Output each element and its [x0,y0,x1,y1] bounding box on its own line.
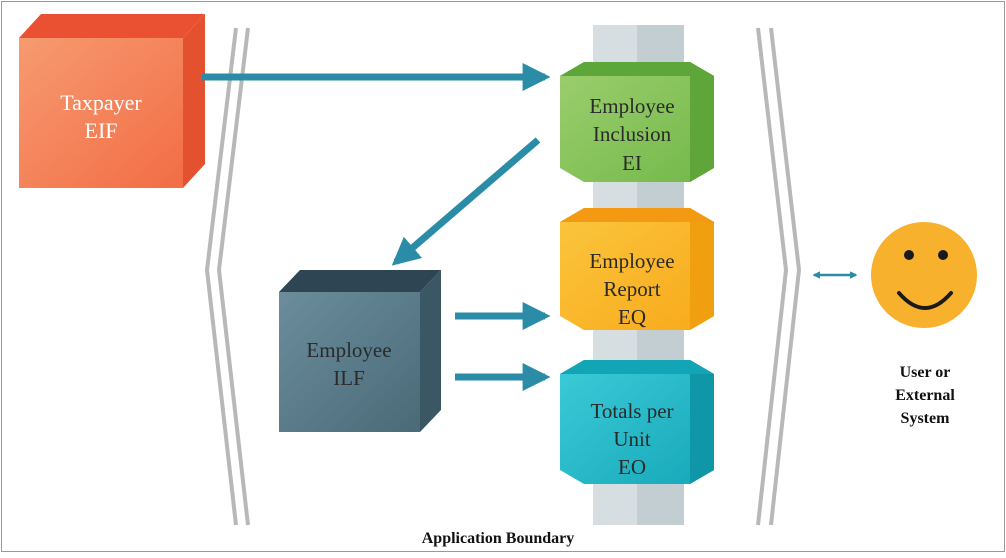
taxpayer-eif-cube: Taxpayer EIF [19,14,205,188]
eo-line2: Unit [613,427,651,451]
eq-line3: EQ [618,305,646,329]
taxpayer-line1: Taxpayer [60,90,142,115]
employee-inclusion-ei-box: Employee Inclusion EI [560,62,714,182]
employee-ilf-line2: ILF [333,366,365,390]
taxpayer-line2: EIF [85,118,118,143]
smiley-face-icon [871,222,977,328]
totals-per-unit-eo-box: Totals per Unit EO [560,360,714,484]
employee-ilf-line1: Employee [306,338,391,362]
ei-line3: EI [622,151,642,175]
employee-report-eq-box: Employee Report EQ [560,208,714,330]
user-label-line2: External [895,387,955,404]
application-boundary-label: Application Boundary [422,530,574,547]
eo-line1: Totals per [590,399,673,423]
right-boundary [756,27,802,526]
employee-ilf-cube: Employee ILF [279,270,441,432]
left-boundary [204,27,250,526]
arrow-ei-to-employee-ilf [391,137,541,266]
eo-line3: EO [618,455,646,479]
ei-line2: Inclusion [593,122,672,146]
user-label-line3: System [901,410,951,427]
user-label-line1: User or [900,364,951,381]
eq-line2: Report [603,277,660,301]
eq-line1: Employee [589,249,674,273]
ei-line1: Employee [589,94,674,118]
